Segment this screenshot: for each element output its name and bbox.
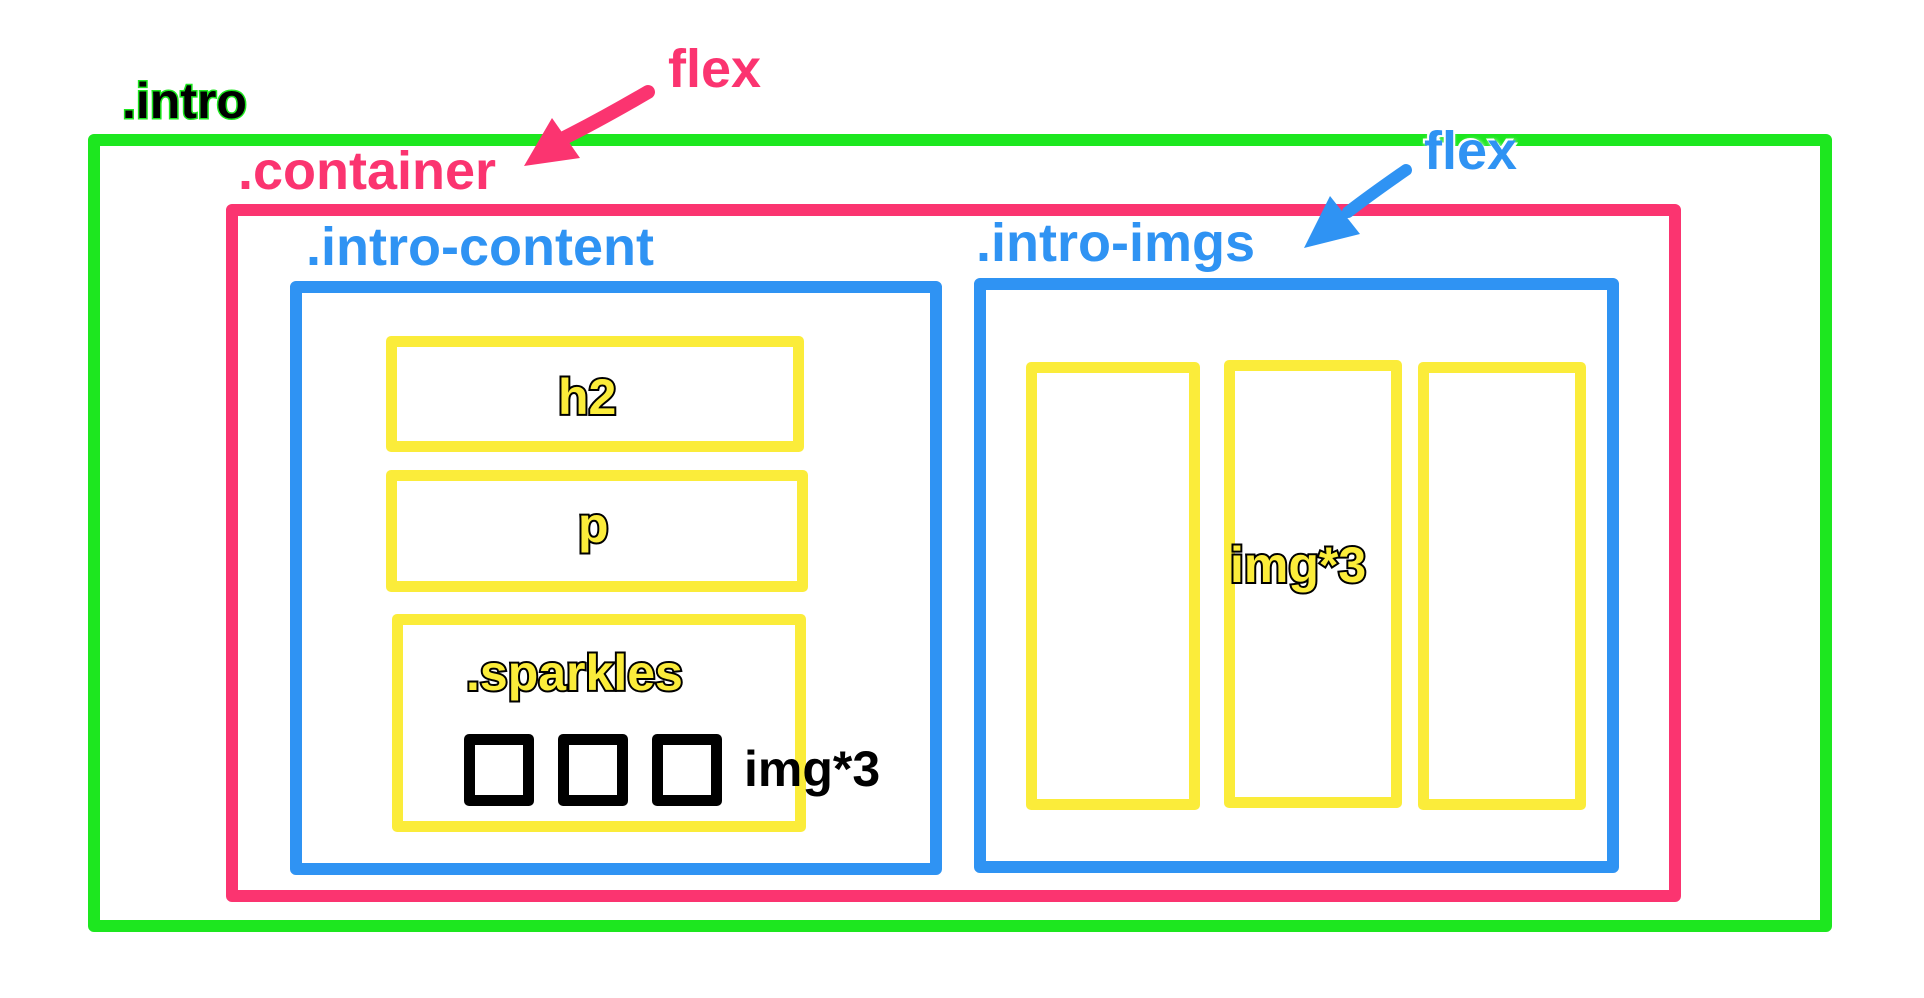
sparkles-box (392, 614, 806, 832)
intro-img-2 (1224, 360, 1402, 808)
intro-label: .intro (121, 73, 249, 129)
sparkle-img-3 (652, 734, 722, 806)
h2-box (386, 336, 804, 452)
p-box (386, 470, 808, 592)
intro-imgs-label: .intro-imgs (976, 213, 1255, 273)
sparkle-img-2 (558, 734, 628, 806)
sparkles-imgs-label: img*3 (744, 741, 881, 797)
sparkles-label: .sparkles (464, 645, 685, 701)
intro-content-label: .intro-content (306, 217, 654, 277)
intro-img-3 (1418, 362, 1586, 810)
h2-label: h2 (556, 369, 618, 425)
intro-imgs-box (974, 278, 1619, 873)
imgs-flex-arrow (1304, 164, 1412, 248)
imgs-flex-label: flex (1424, 121, 1518, 181)
intro-imgs-imgs-label: img*3 (1228, 537, 1368, 593)
container-box (226, 204, 1681, 902)
container-label: .container (238, 141, 497, 201)
intro-box (88, 134, 1832, 932)
p-label: p (576, 497, 610, 553)
intro-content-box (290, 281, 942, 875)
intro-img-1 (1026, 362, 1200, 810)
sparkle-img-1 (464, 734, 534, 806)
container-flex-label: flex (668, 39, 762, 99)
container-flex-arrow (524, 85, 655, 166)
